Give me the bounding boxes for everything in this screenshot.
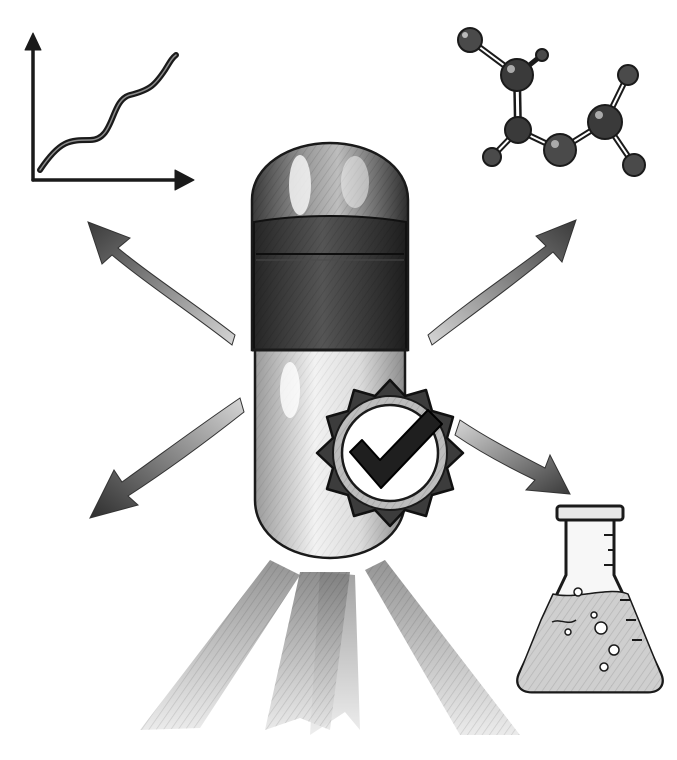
erlenmeyer-flask-icon (516, 504, 664, 694)
molecule-icon (457, 27, 646, 177)
bottom-rays (140, 560, 520, 735)
arrow-icon (87, 219, 577, 519)
line-chart-icon (24, 32, 195, 191)
checkmark-seal-icon (315, 378, 465, 528)
